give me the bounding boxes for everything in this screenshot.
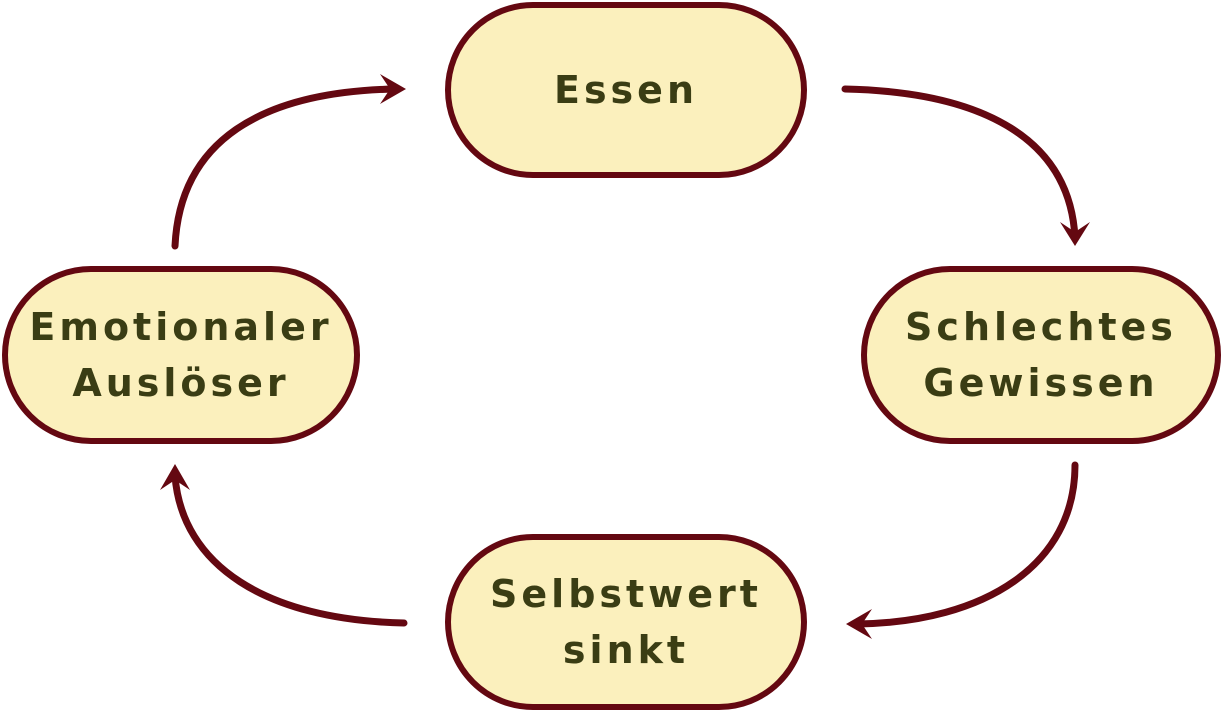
node-emotionaler-ausloeser: Emotionaler Auslöser [2, 266, 360, 444]
node-selbstwert-sinkt: Selbstwert sinkt [445, 534, 807, 710]
arrow-schlechtes-gewissen-to-selbstwert [846, 461, 1079, 639]
node-emotionaler-ausloeser-label-line-1: Emotionaler [29, 305, 333, 349]
node-emotionaler-ausloeser-label-line-2: Auslöser [72, 361, 290, 405]
node-schlechtes-gewissen: Schlechtes Gewissen [861, 266, 1221, 444]
node-schlechtes-gewissen-label-line-1: Schlechtes [905, 305, 1177, 349]
node-essen-label: Essen [553, 68, 699, 112]
arrow-selbstwert-to-emotionaler-ausloeser [160, 464, 408, 627]
arrow-essen-to-schlechtes-gewissen [841, 85, 1090, 246]
node-selbstwert-sinkt-label-line-1: Selbstwert [490, 572, 762, 616]
node-essen: Essen [445, 2, 807, 178]
arrow-emotionaler-ausloeser-to-essen [171, 74, 406, 250]
node-schlechtes-gewissen-label-line-2: Gewissen [923, 361, 1159, 405]
node-selbstwert-sinkt-label-line-2: sinkt [562, 628, 690, 672]
